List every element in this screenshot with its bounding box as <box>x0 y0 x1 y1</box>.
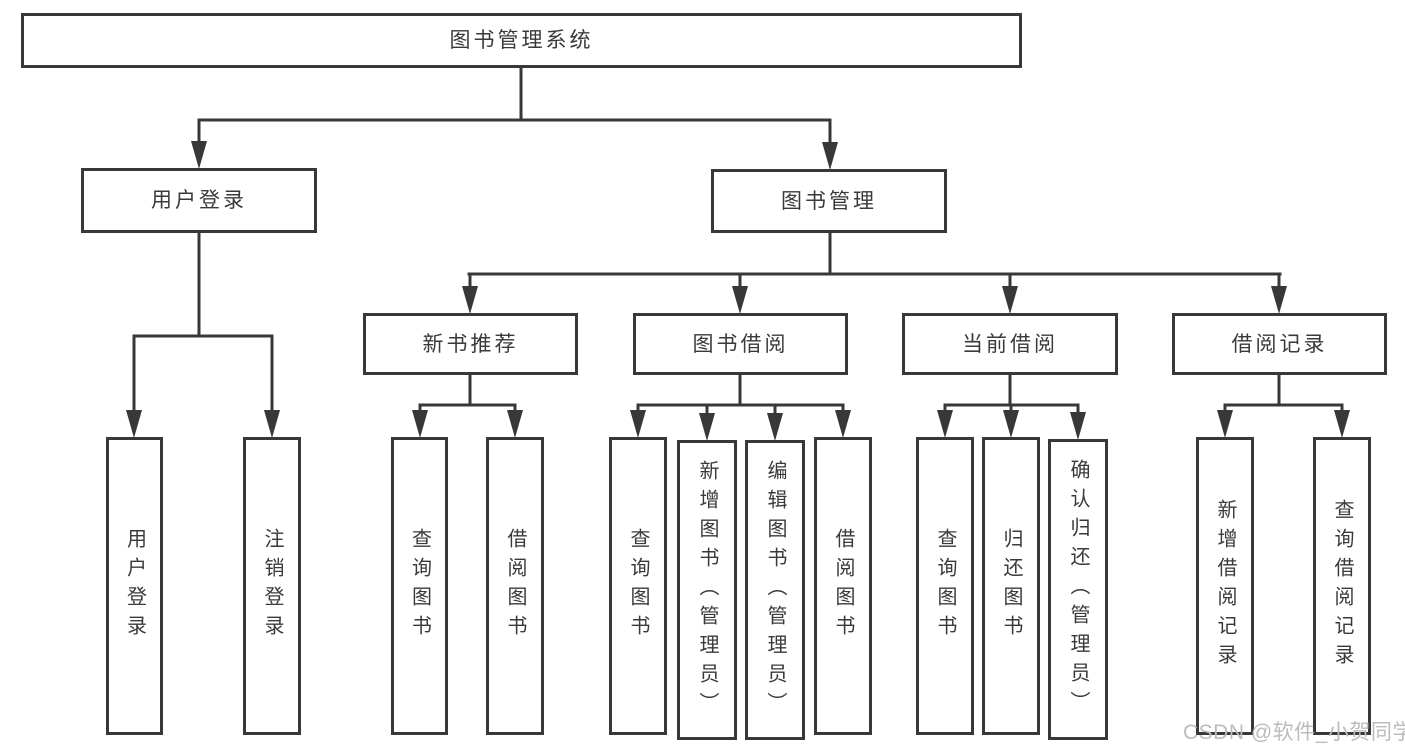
leaf-br-query-record: 查询借阅记录 <box>1313 437 1371 735</box>
leaf-bb-query-book-label: 查询图书 <box>627 528 649 644</box>
arrow-icon <box>507 410 523 438</box>
leaf-cb-query-book-label: 查询图书 <box>934 528 956 644</box>
arrow-icon <box>1002 286 1018 314</box>
arrow-icon <box>732 286 748 314</box>
leaf-nbr-query-book: 查询图书 <box>391 437 448 735</box>
leaf-bb-edit-book-admin: 编辑图书（管理员） <box>745 440 805 740</box>
arrow-icon <box>264 410 280 438</box>
arrow-icon <box>1003 410 1019 438</box>
arrow-icon <box>191 141 207 169</box>
arrow-icon <box>767 413 783 441</box>
node-root-label: 图书管理系统 <box>449 29 594 52</box>
node-current-borrow: 当前借阅 <box>902 313 1118 375</box>
leaf-bb-borrow-book-label: 借阅图书 <box>832 528 854 644</box>
arrow-icon <box>126 410 142 438</box>
leaf-cb-query-book: 查询图书 <box>916 437 974 735</box>
leaf-bb-add-book-admin-label: 新增图书（管理员） <box>696 459 718 721</box>
node-new-book-recommend-label: 新书推荐 <box>422 332 519 356</box>
arrow-icon <box>1217 410 1233 438</box>
node-new-book-recommend: 新书推荐 <box>363 313 578 375</box>
leaf-cb-confirm-return-admin: 确认归还（管理员） <box>1048 439 1108 740</box>
arrow-icon <box>1070 412 1086 440</box>
arrow-icon <box>1271 286 1287 314</box>
csdn-watermark: CSDN @软件_小贺同学 <box>1183 721 1405 744</box>
leaf-nbr-borrow-book-label: 借阅图书 <box>504 528 526 644</box>
node-user-login: 用户登录 <box>81 168 317 233</box>
leaf-cb-return-book-label: 归还图书 <box>1000 528 1022 644</box>
arrow-icon <box>630 410 646 438</box>
node-user-login-label: 用户登录 <box>151 189 247 212</box>
node-book-borrow-label: 图书借阅 <box>692 332 789 356</box>
leaf-bb-borrow-book: 借阅图书 <box>814 437 872 735</box>
leaf-cb-return-book: 归还图书 <box>982 437 1040 735</box>
leaf-cb-confirm-return-admin-label: 确认归还（管理员） <box>1067 459 1089 720</box>
node-book-management-label: 图书管理 <box>781 189 877 213</box>
arrow-icon <box>462 286 478 314</box>
arrow-icon <box>1334 410 1350 438</box>
leaf-bb-query-book: 查询图书 <box>609 437 667 735</box>
arrow-icon <box>937 410 953 438</box>
node-root: 图书管理系统 <box>21 13 1022 68</box>
leaf-nbr-query-book-label: 查询图书 <box>408 528 431 644</box>
leaf-user-login-label: 用户登录 <box>123 528 146 644</box>
leaf-br-query-record-label: 查询借阅记录 <box>1331 499 1353 673</box>
node-book-management: 图书管理 <box>711 169 947 233</box>
leaf-br-add-record-label: 新增借阅记录 <box>1214 499 1236 673</box>
connector-paths <box>132 66 1344 419</box>
leaf-bb-add-book-admin: 新增图书（管理员） <box>677 440 737 740</box>
leaf-nbr-borrow-book: 借阅图书 <box>486 437 544 735</box>
node-book-borrow: 图书借阅 <box>633 313 848 375</box>
leaf-user-login: 用户登录 <box>106 437 163 735</box>
leaf-logout: 注销登录 <box>243 437 301 735</box>
arrow-icon <box>699 413 715 441</box>
node-borrow-records: 借阅记录 <box>1172 313 1387 375</box>
leaf-br-add-record: 新增借阅记录 <box>1196 437 1254 735</box>
node-borrow-records-label: 借阅记录 <box>1231 332 1328 356</box>
node-current-borrow-label: 当前借阅 <box>962 332 1058 356</box>
arrow-icon <box>412 410 428 438</box>
leaf-logout-label: 注销登录 <box>261 528 283 644</box>
arrow-icon <box>835 410 851 438</box>
leaf-bb-edit-book-admin-label: 编辑图书（管理员） <box>764 459 786 721</box>
arrow-icon <box>822 142 838 170</box>
arrowheads <box>126 141 1350 441</box>
